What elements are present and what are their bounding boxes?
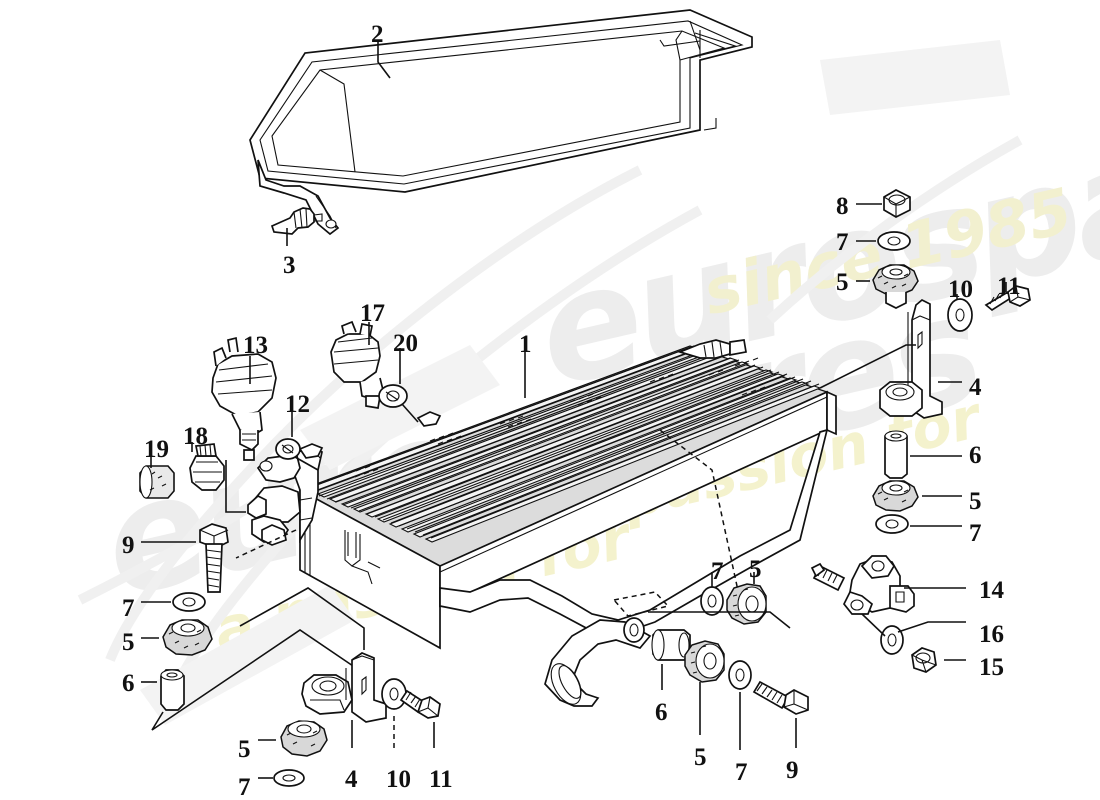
callout-2: 2 [371, 21, 384, 48]
assembly-dash-right [659, 429, 741, 601]
callout-5-c: 5 [122, 629, 135, 656]
callout-5-d: 5 [238, 736, 251, 763]
part-20-sealing-ring [378, 384, 408, 408]
leader-2 [377, 42, 391, 79]
part-1-charge-air-cooler [247, 339, 837, 707]
callout-7-e: 7 [711, 558, 724, 585]
leader-16 [897, 621, 966, 633]
callout-7-d: 7 [238, 774, 251, 800]
callout-10-a: 10 [948, 276, 973, 303]
callout-18: 18 [183, 423, 208, 450]
callout-13: 13 [243, 332, 268, 359]
callout-7-f: 7 [735, 759, 748, 786]
part-4-mounting-bracket-a [879, 298, 943, 419]
part-5-rubber-bushing-a [872, 264, 919, 309]
part-3-fastener-pin [270, 207, 323, 235]
part-5-rubber-bushing-d [280, 720, 328, 757]
leader-5e-box [648, 611, 791, 629]
callout-5-b: 5 [969, 488, 982, 515]
part-19-connecting-sleeve [139, 465, 175, 499]
part-7-flat-washer-f [728, 660, 752, 690]
part-14-bypass-valve-flange [810, 555, 915, 615]
part-13-temperature-sensor [211, 336, 277, 461]
leader-12-part [294, 456, 319, 471]
callout-17: 17 [360, 300, 385, 327]
callout-20: 20 [393, 330, 418, 357]
part-10-washer-b [381, 678, 407, 710]
leader-16-origin [861, 613, 886, 637]
part-8-hex-lock-nut [883, 189, 911, 218]
part-5-rubber-bushing-c [162, 619, 213, 656]
part-7-flat-washer-d [273, 769, 305, 787]
part-7-flat-washer-c [172, 592, 206, 612]
callout-5-e: 5 [749, 556, 762, 583]
callout-7-c: 7 [122, 595, 135, 622]
callout-6-a: 6 [969, 442, 982, 469]
callout-14: 14 [979, 577, 1004, 604]
callout-12: 12 [285, 391, 310, 418]
callout-11-b: 11 [429, 766, 453, 793]
callout-19: 19 [144, 436, 169, 463]
assembly-dash-left [235, 529, 297, 559]
assembly-box-mid [612, 591, 670, 617]
part-17-boost-pressure-switch [330, 320, 385, 409]
leader-4b-core [239, 587, 365, 650]
callout-7-a: 7 [836, 229, 849, 256]
part-15-hex-nut [911, 647, 937, 673]
callout-7-b: 7 [969, 520, 982, 547]
callout-1: 1 [519, 331, 532, 358]
leader-bracket-left-group [225, 460, 246, 513]
leader-4a-core [819, 344, 916, 389]
callout-3: 3 [283, 252, 296, 279]
callout-6-c: 6 [655, 699, 668, 726]
part-6-spacer-sleeve-b [160, 669, 185, 711]
callout-4-b: 4 [345, 766, 358, 793]
part-9-hex-bolt-long-b [752, 680, 809, 715]
callout-8: 8 [836, 193, 849, 220]
part-7-flat-washer-e [700, 586, 724, 616]
callout-10-b: 10 [386, 766, 411, 793]
part-18-hose-clamp [189, 443, 225, 491]
part-16-sealing-ring [880, 625, 904, 655]
part-7-flat-washer-a [877, 231, 911, 251]
cooler-left-end-tank [247, 445, 323, 546]
part-2-air-guide-cover [249, 9, 753, 236]
callout-9-b: 9 [786, 757, 799, 784]
part-11-hex-bolt-a [984, 285, 1031, 312]
part-6-spacer-sleeve-a [884, 430, 908, 479]
callout-9-a: 9 [122, 532, 135, 559]
callout-4-a: 4 [969, 374, 982, 401]
leader-6b-bracket [151, 629, 357, 731]
part-10-washer-a [947, 298, 973, 332]
part-9-hex-bolt-long-a [199, 523, 229, 593]
part-11-hex-bolt-b [399, 689, 441, 719]
part-5-rubber-bushing-e [726, 583, 767, 625]
part-12-sealing-ring [275, 438, 301, 460]
part-5-rubber-bushing-b [872, 480, 919, 512]
callout-5-a: 5 [836, 269, 849, 296]
callout-16: 16 [979, 621, 1004, 648]
callout-15: 15 [979, 654, 1004, 681]
part-4-mounting-bracket-b [301, 652, 387, 723]
part-7-flat-washer-b [875, 514, 909, 534]
callout-11-a: 11 [997, 273, 1021, 300]
leader-20-part [401, 403, 419, 423]
callout-5-f: 5 [694, 744, 707, 771]
duct-mount-hole [623, 617, 645, 643]
part-5-rubber-bushing-f [684, 640, 725, 683]
callout-6-b: 6 [122, 670, 135, 697]
